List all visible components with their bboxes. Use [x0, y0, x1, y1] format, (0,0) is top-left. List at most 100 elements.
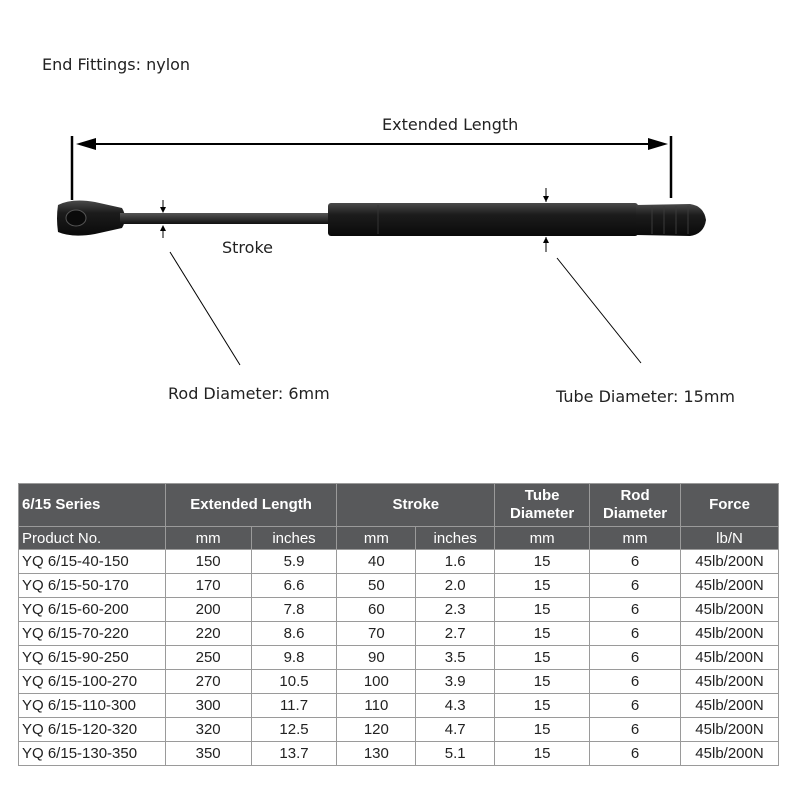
subheader-cell: mm — [164, 526, 252, 550]
table-header-row: 6/15 Series Extended Length Stroke Tube … — [18, 483, 779, 527]
table-cell: 11.7 — [250, 693, 338, 718]
subheader-cell: mm — [336, 526, 417, 550]
table-cell: 15 — [494, 693, 591, 718]
series-header: 6/15 Series — [18, 483, 166, 527]
table-cell: 15 — [494, 669, 591, 694]
table-cell: 170 — [164, 573, 252, 598]
table-cell: 45lb/200N — [680, 645, 779, 670]
table-cell: 8.6 — [250, 621, 338, 646]
product-number-cell: YQ 6/15-120-320 — [18, 717, 166, 742]
table-cell: 120 — [336, 717, 417, 742]
table-cell: 100 — [336, 669, 417, 694]
table-cell: 70 — [336, 621, 417, 646]
table-cell: 50 — [336, 573, 417, 598]
table-cell: 300 — [164, 693, 252, 718]
table-subheader-row: Product No. mm inches mm inches mm mm lb… — [18, 526, 779, 550]
table-cell: 6 — [589, 669, 681, 694]
table-cell: 13.7 — [250, 741, 338, 766]
table-cell: 2.7 — [415, 621, 496, 646]
table-cell: 15 — [494, 573, 591, 598]
extended-length-dimension — [70, 136, 673, 200]
table-cell: 5.1 — [415, 741, 496, 766]
gas-spring-diagram — [57, 136, 706, 366]
table-cell: 250 — [164, 645, 252, 670]
table-cell: 15 — [494, 597, 591, 622]
table-cell: 2.3 — [415, 597, 496, 622]
tube-diameter-header: Tube Diameter — [494, 483, 591, 527]
table-cell: 6 — [589, 693, 681, 718]
gas-spring — [57, 200, 706, 236]
table-cell: 5.9 — [250, 549, 338, 574]
table-cell: 15 — [494, 549, 591, 574]
table-cell: 45lb/200N — [680, 693, 779, 718]
table-cell: 320 — [164, 717, 252, 742]
table-cell: 130 — [336, 741, 417, 766]
table-cell: 6 — [589, 573, 681, 598]
table-cell: 1.6 — [415, 549, 496, 574]
product-number-cell: YQ 6/15-90-250 — [18, 645, 166, 670]
stroke-label: Stroke — [222, 238, 273, 257]
stroke-header: Stroke — [336, 483, 496, 527]
table-cell: 9.8 — [250, 645, 338, 670]
subheader-cell: mm — [494, 526, 591, 550]
product-number-cell: YQ 6/15-130-350 — [18, 741, 166, 766]
table-cell: 45lb/200N — [680, 549, 779, 574]
table-cell: 6 — [589, 549, 681, 574]
table-cell: 90 — [336, 645, 417, 670]
end-fittings-label: End Fittings: nylon — [42, 55, 191, 74]
table-cell: 6 — [589, 717, 681, 742]
table-cell: 220 — [164, 621, 252, 646]
tube-diameter-label: Tube Diameter: 15mm — [556, 387, 735, 406]
table-cell: 45lb/200N — [680, 717, 779, 742]
table-cell: 350 — [164, 741, 252, 766]
force-header: Force — [680, 483, 779, 527]
product-number-cell: YQ 6/15-110-300 — [18, 693, 166, 718]
table-cell: 12.5 — [250, 717, 338, 742]
spec-table: 6/15 Series Extended Length Stroke Tube … — [18, 483, 779, 766]
product-number-cell: YQ 6/15-40-150 — [18, 549, 166, 574]
table-cell: 6.6 — [250, 573, 338, 598]
subheader-cell: inches — [250, 526, 338, 550]
table-cell: 110 — [336, 693, 417, 718]
table-cell: 6 — [589, 597, 681, 622]
table-cell: 40 — [336, 549, 417, 574]
rod-diameter-header: Rod Diameter — [589, 483, 681, 527]
table-cell: 45lb/200N — [680, 573, 779, 598]
extended-length-header: Extended Length — [164, 483, 338, 527]
tube-diameter-marker — [543, 188, 642, 364]
table-cell: 10.5 — [250, 669, 338, 694]
table-cell: 150 — [164, 549, 252, 574]
table-cell: 6 — [589, 621, 681, 646]
table-cell: 15 — [494, 645, 591, 670]
table-cell: 2.0 — [415, 573, 496, 598]
table-cell: 200 — [164, 597, 252, 622]
table-cell: 15 — [494, 621, 591, 646]
table-cell: 15 — [494, 741, 591, 766]
table-cell: 3.9 — [415, 669, 496, 694]
rod-diameter-marker — [160, 200, 241, 366]
extended-length-label: Extended Length — [382, 115, 519, 134]
table-cell: 60 — [336, 597, 417, 622]
table-cell: 45lb/200N — [680, 669, 779, 694]
subheader-cell: mm — [589, 526, 681, 550]
product-number-cell: YQ 6/15-60-200 — [18, 597, 166, 622]
table-cell: 6 — [589, 645, 681, 670]
product-number-cell: YQ 6/15-70-220 — [18, 621, 166, 646]
subheader-cell: inches — [415, 526, 496, 550]
product-number-cell: YQ 6/15-100-270 — [18, 669, 166, 694]
table-cell: 4.3 — [415, 693, 496, 718]
subheader-cell: Product No. — [18, 526, 166, 550]
table-cell: 270 — [164, 669, 252, 694]
table-cell: 15 — [494, 717, 591, 742]
table-cell: 45lb/200N — [680, 741, 779, 766]
rod-diameter-label: Rod Diameter: 6mm — [168, 384, 330, 403]
table-cell: 3.5 — [415, 645, 496, 670]
